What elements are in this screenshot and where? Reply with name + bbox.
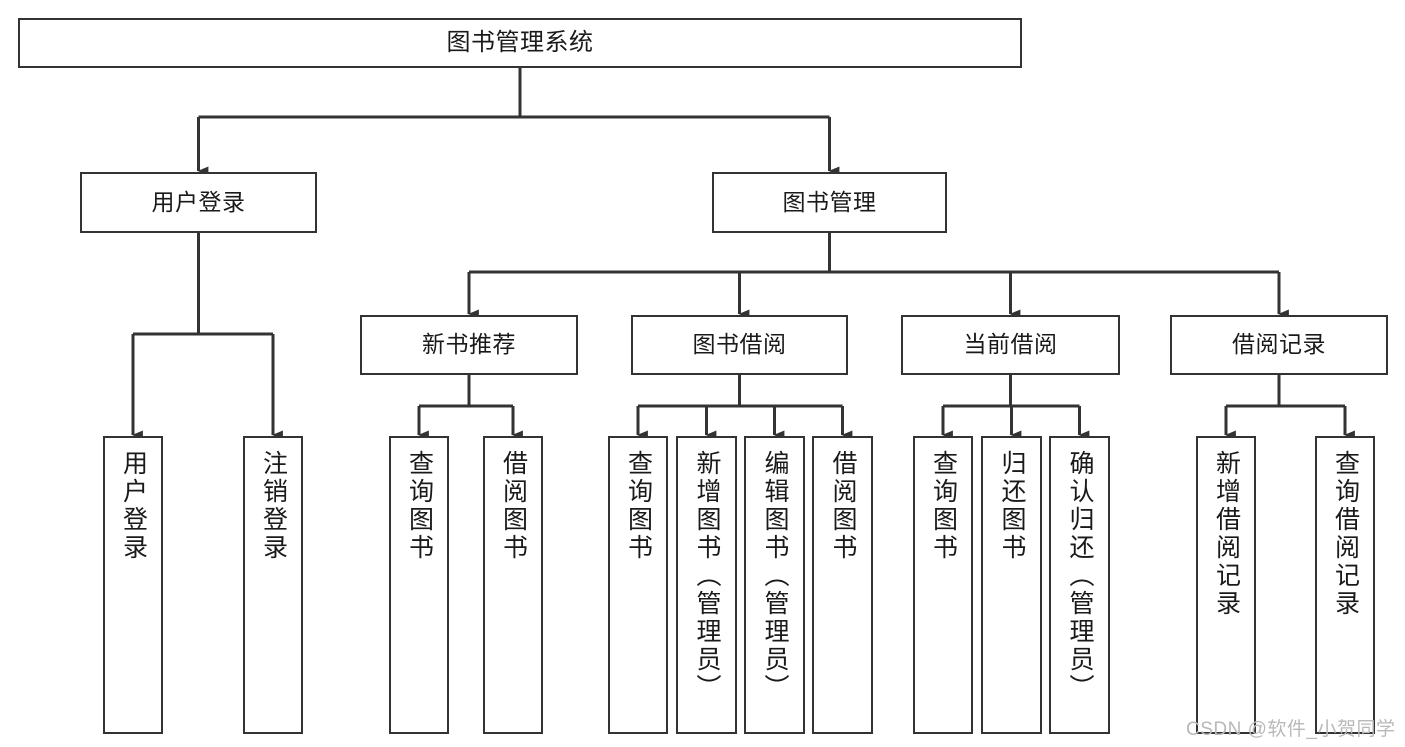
node-l-bo-borrow[interactable]: 借阅图书 [812, 436, 873, 734]
watermark: CSDN @软件_小贺同学 [1186, 719, 1396, 740]
node-l-cu-query[interactable]: 查询图书 [913, 436, 973, 734]
node-l-nb-borrow[interactable]: 借阅图书 [483, 436, 543, 734]
node-root[interactable]: 图书管理系统 [18, 18, 1022, 68]
node-bookmgmt[interactable]: 图书管理 [712, 172, 947, 233]
node-l-bo-edit[interactable]: 编辑图书（管理员） [744, 436, 805, 734]
node-label: 新增图书（管理员） [693, 450, 721, 702]
node-label: 查询图书 [929, 450, 958, 562]
node-l-bo-query[interactable]: 查询图书 [608, 436, 668, 734]
node-login[interactable]: 用户登录 [80, 172, 317, 233]
node-label: 查询借阅记录 [1331, 450, 1360, 618]
node-label: 用户登录 [119, 450, 148, 562]
node-l-cu-return[interactable]: 归还图书 [981, 436, 1042, 734]
node-label: 确认归还（管理员） [1066, 450, 1094, 702]
node-record[interactable]: 借阅记录 [1170, 315, 1388, 375]
node-l-re-add[interactable]: 新增借阅记录 [1196, 436, 1256, 734]
node-label: 图书管理系统 [446, 28, 594, 56]
node-label: 归还图书 [998, 450, 1026, 562]
node-label: 编辑图书（管理员） [761, 450, 789, 702]
node-l-login[interactable]: 用户登录 [103, 436, 163, 734]
node-current[interactable]: 当前借阅 [901, 315, 1120, 375]
node-label: 注销登录 [259, 450, 288, 562]
node-borrow[interactable]: 图书借阅 [631, 315, 848, 375]
node-l-logout[interactable]: 注销登录 [243, 436, 303, 734]
node-label: 新增借阅记录 [1212, 450, 1241, 618]
node-label: 图书借阅 [692, 331, 787, 358]
node-label: 图书管理 [782, 188, 877, 215]
node-l-bo-add[interactable]: 新增图书（管理员） [676, 436, 737, 734]
node-label: 新书推荐 [422, 331, 516, 358]
node-l-nb-query[interactable]: 查询图书 [389, 436, 449, 734]
node-label: 借阅记录 [1232, 331, 1326, 358]
node-label: 查询图书 [405, 450, 434, 562]
node-l-cu-conf[interactable]: 确认归还（管理员） [1049, 436, 1110, 734]
node-label: 借阅图书 [829, 450, 857, 562]
node-label: 用户登录 [151, 188, 246, 215]
node-newbook[interactable]: 新书推荐 [360, 315, 578, 375]
node-label: 当前借阅 [963, 331, 1058, 358]
node-label: 查询图书 [624, 450, 653, 562]
node-l-re-query[interactable]: 查询借阅记录 [1315, 436, 1375, 734]
node-label: 借阅图书 [499, 450, 528, 562]
